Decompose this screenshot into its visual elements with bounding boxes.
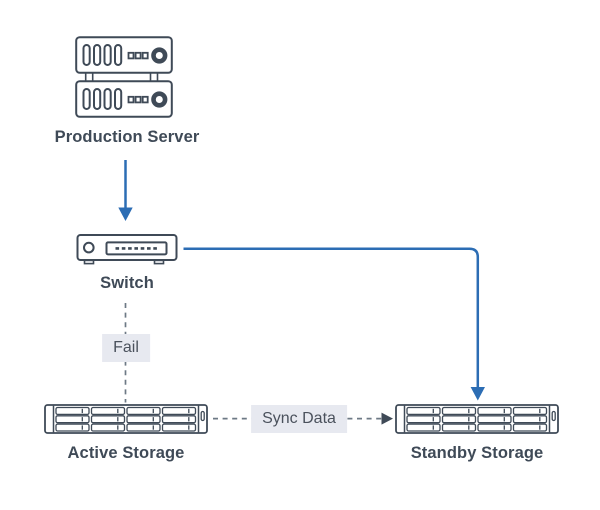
edge-active-to-standby-sync	[213, 412, 393, 425]
label-standby-storage: Standby Storage	[410, 444, 544, 462]
active-storage-icon	[45, 405, 207, 433]
standby-storage-icon	[396, 405, 558, 433]
edge-label-fail: Fail	[102, 334, 150, 362]
label-production-server: Production Server	[54, 128, 200, 146]
switch-icon	[76, 234, 178, 265]
edge-switch-to-standby	[183, 247, 485, 401]
edge-label-sync-data: Sync Data	[251, 404, 347, 433]
label-active-storage: Active Storage	[67, 444, 185, 462]
edge-server-to-switch	[118, 160, 133, 221]
production-server-icon	[76, 37, 172, 117]
label-switch: Switch	[100, 273, 154, 292]
